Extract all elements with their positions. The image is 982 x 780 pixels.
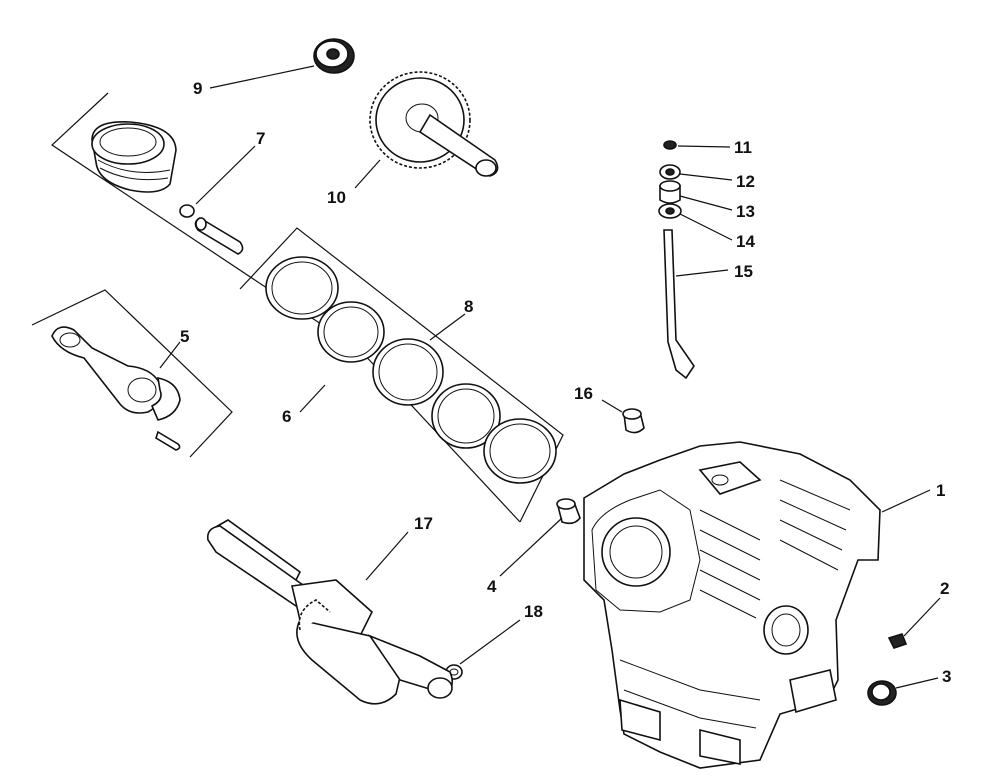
part-2-plug [887, 633, 908, 649]
leader-lines [159, 65, 941, 689]
part-10-camshaft [369, 71, 499, 177]
part-15-push-rod [663, 229, 695, 380]
part-piston [91, 121, 177, 193]
piston-rings [265, 256, 557, 484]
callout-3: 3 [942, 667, 951, 686]
callout-18: 18 [524, 602, 543, 621]
part-7-piston-pin [179, 204, 244, 255]
callout-9: 9 [193, 79, 202, 98]
part-17-crankshaft [206, 519, 454, 705]
callout-5: 5 [180, 327, 189, 346]
callout-8: 8 [464, 297, 473, 316]
part-16-lifter [622, 408, 645, 434]
part-13-spring [659, 180, 681, 204]
part-3-oil-seal [867, 680, 897, 706]
callout-11: 11 [734, 138, 752, 157]
callout-4: 4 [487, 577, 497, 596]
part-11-keeper [663, 140, 677, 150]
callout-12: 12 [736, 172, 755, 191]
part-12-retainer [659, 164, 681, 180]
part-5-connecting-rod [51, 326, 181, 451]
part-4-dowel [556, 498, 581, 525]
callout-14: 14 [736, 232, 755, 251]
callout-10: 10 [327, 188, 346, 207]
callout-labels: 1 2 3 4 5 6 7 8 9 10 11 12 13 14 15 16 1… [180, 79, 951, 686]
callout-15: 15 [734, 262, 753, 281]
part-14-seal [658, 203, 682, 219]
callout-2: 2 [940, 579, 949, 598]
callout-13: 13 [736, 202, 755, 221]
part-1-crankcase [583, 441, 881, 769]
callout-16: 16 [574, 384, 593, 403]
callout-1: 1 [936, 481, 945, 500]
callout-7: 7 [256, 129, 265, 148]
part-9-washer [313, 38, 355, 74]
connecting-rod-box [31, 289, 233, 458]
callout-17: 17 [414, 514, 433, 533]
callout-6: 6 [282, 407, 291, 426]
